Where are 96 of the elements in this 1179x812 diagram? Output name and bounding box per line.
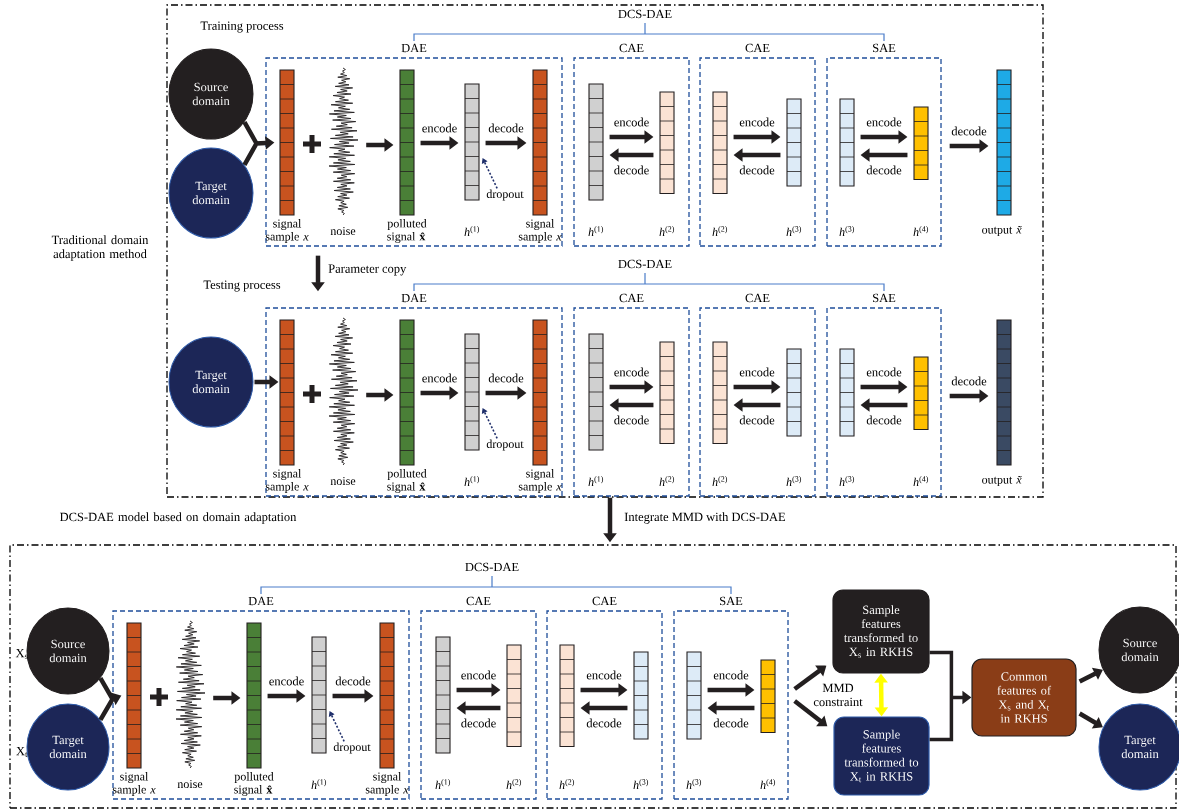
edge-label: encode: [585, 669, 623, 681]
module-label: DAE: [401, 293, 427, 303]
column-label: h$^{(2)}$: [559, 779, 575, 789]
edge-label: decode: [487, 372, 525, 384]
column-label: h$^{(2)}$: [712, 226, 728, 236]
column-label: polluted signal x̂: [234, 772, 274, 796]
bracket-label: DCS-DAE: [465, 562, 519, 572]
module-label: DAE: [401, 43, 427, 53]
edge-label: encode: [865, 366, 903, 378]
column-label: h$^{(4)}$: [913, 476, 929, 486]
column-label: signal sample x: [518, 219, 562, 243]
module-label: SAE: [720, 596, 743, 606]
edge-label: decode: [712, 717, 750, 729]
edge-label: decode: [865, 414, 903, 426]
column-label: signal sample x: [265, 469, 309, 493]
module-label: CAE: [619, 293, 644, 303]
edge-label: encode: [420, 122, 459, 134]
edge-label: Parameter copy: [327, 263, 408, 277]
feature-box: Sample features transformed to X$_{s}$ in RKHS: [832, 589, 930, 674]
arrow: [1078, 711, 1103, 729]
edge-label: decode: [865, 164, 903, 176]
column-label: noise: [330, 226, 356, 236]
feature-box: Sample features transformed to X$_{t}$ in RKHS: [833, 716, 930, 796]
edge-label: decode: [459, 717, 498, 729]
module-label: CAE: [745, 293, 770, 303]
edge-label: decode: [334, 675, 372, 687]
column-label: h$^{(3)}$: [839, 226, 855, 236]
column-label: h$^{(1)}$: [311, 779, 327, 789]
module-label: CAE: [745, 43, 770, 53]
module-label: CAE: [592, 596, 617, 606]
column-label: h$^{(3)}$: [786, 476, 802, 486]
column-label: h$^{(3)}$: [633, 779, 649, 789]
module-label: DAE: [248, 596, 274, 606]
edge-label: decode: [585, 717, 623, 729]
dropout-label: dropout: [486, 439, 524, 451]
feature-box: Common features of X$_{s}$ and X$_{t}$ in RKHS: [971, 658, 1077, 737]
column-label: signal sample x: [518, 469, 562, 493]
edge-label: decode: [612, 164, 651, 176]
column-label: polluted signal x̂: [387, 469, 427, 493]
edge-label: encode: [612, 116, 651, 128]
edge-label: decode: [612, 414, 651, 426]
frame-title: DCS-DAE model based on domain adaptation: [60, 512, 297, 524]
module-label: CAE: [619, 43, 644, 53]
domain-symbol: X$_{s}$: [15, 648, 28, 660]
edge-label: MMD constraint: [808, 682, 868, 708]
bracket-label: DCS-DAE: [618, 9, 672, 19]
column-label: output x̃: [982, 225, 1022, 237]
edge-label: encode: [612, 366, 651, 378]
column-label: signal sample x: [265, 219, 309, 243]
column-label: h$^{(3)}$: [686, 779, 702, 789]
edge-label: decode: [950, 375, 988, 387]
column-label: h$^{(2)}$: [506, 779, 522, 789]
module-label: SAE: [873, 43, 896, 53]
column-label: h$^{(2)}$: [659, 476, 675, 486]
edge-label: encode: [420, 372, 459, 384]
column-label: h$^{(1)}$: [464, 476, 480, 486]
dotted-arrow: [481, 158, 498, 190]
edge-label: decode: [950, 125, 988, 137]
edge-label: decode: [738, 414, 776, 426]
bracket-label: DCS-DAE: [618, 259, 672, 269]
edge-label: decode: [738, 164, 776, 176]
edge-label: decode: [487, 122, 525, 134]
column-label: h$^{(1)}$: [464, 226, 480, 236]
edge-label: encode: [738, 116, 776, 128]
column-label: h$^{(1)}$: [435, 779, 451, 789]
column-label: noise: [330, 476, 356, 486]
edge-label: Integrate MMD with DCS-DAE: [623, 511, 787, 525]
dotted-arrow: [328, 711, 345, 743]
section-title: Testing process: [203, 280, 281, 292]
column-label: output x̃: [982, 475, 1022, 487]
domain-symbol: X$_{t}$: [16, 746, 28, 758]
edge-label: encode: [712, 669, 750, 681]
module-label: SAE: [873, 293, 896, 303]
arrow: [1078, 667, 1103, 684]
column-label: h$^{(4)}$: [913, 226, 929, 236]
edge-label: encode: [865, 116, 903, 128]
dotted-arrow: [481, 408, 498, 440]
module-label: CAE: [466, 596, 491, 606]
section-title: Training process: [200, 21, 284, 33]
column-label: h$^{(3)}$: [786, 226, 802, 236]
column-label: h$^{(1)}$: [588, 226, 604, 236]
edge-label: encode: [738, 366, 776, 378]
dropout-label: dropout: [333, 742, 371, 754]
column-label: h$^{(4)}$: [760, 779, 776, 789]
edge-label: encode: [459, 669, 498, 681]
column-label: h$^{(1)}$: [588, 476, 604, 486]
frame-title: Traditional domain adaptation method: [51, 235, 149, 261]
column-label: noise: [177, 779, 203, 789]
column-label: signal sample x: [365, 772, 409, 796]
column-label: h$^{(2)}$: [712, 476, 728, 486]
column-label: signal sample x: [112, 772, 156, 796]
column-label: polluted signal x̂: [387, 219, 427, 243]
column-label: h$^{(2)}$: [659, 226, 675, 236]
column-label: h$^{(3)}$: [839, 476, 855, 486]
dropout-label: dropout: [486, 189, 524, 201]
edge-label: encode: [267, 675, 306, 687]
